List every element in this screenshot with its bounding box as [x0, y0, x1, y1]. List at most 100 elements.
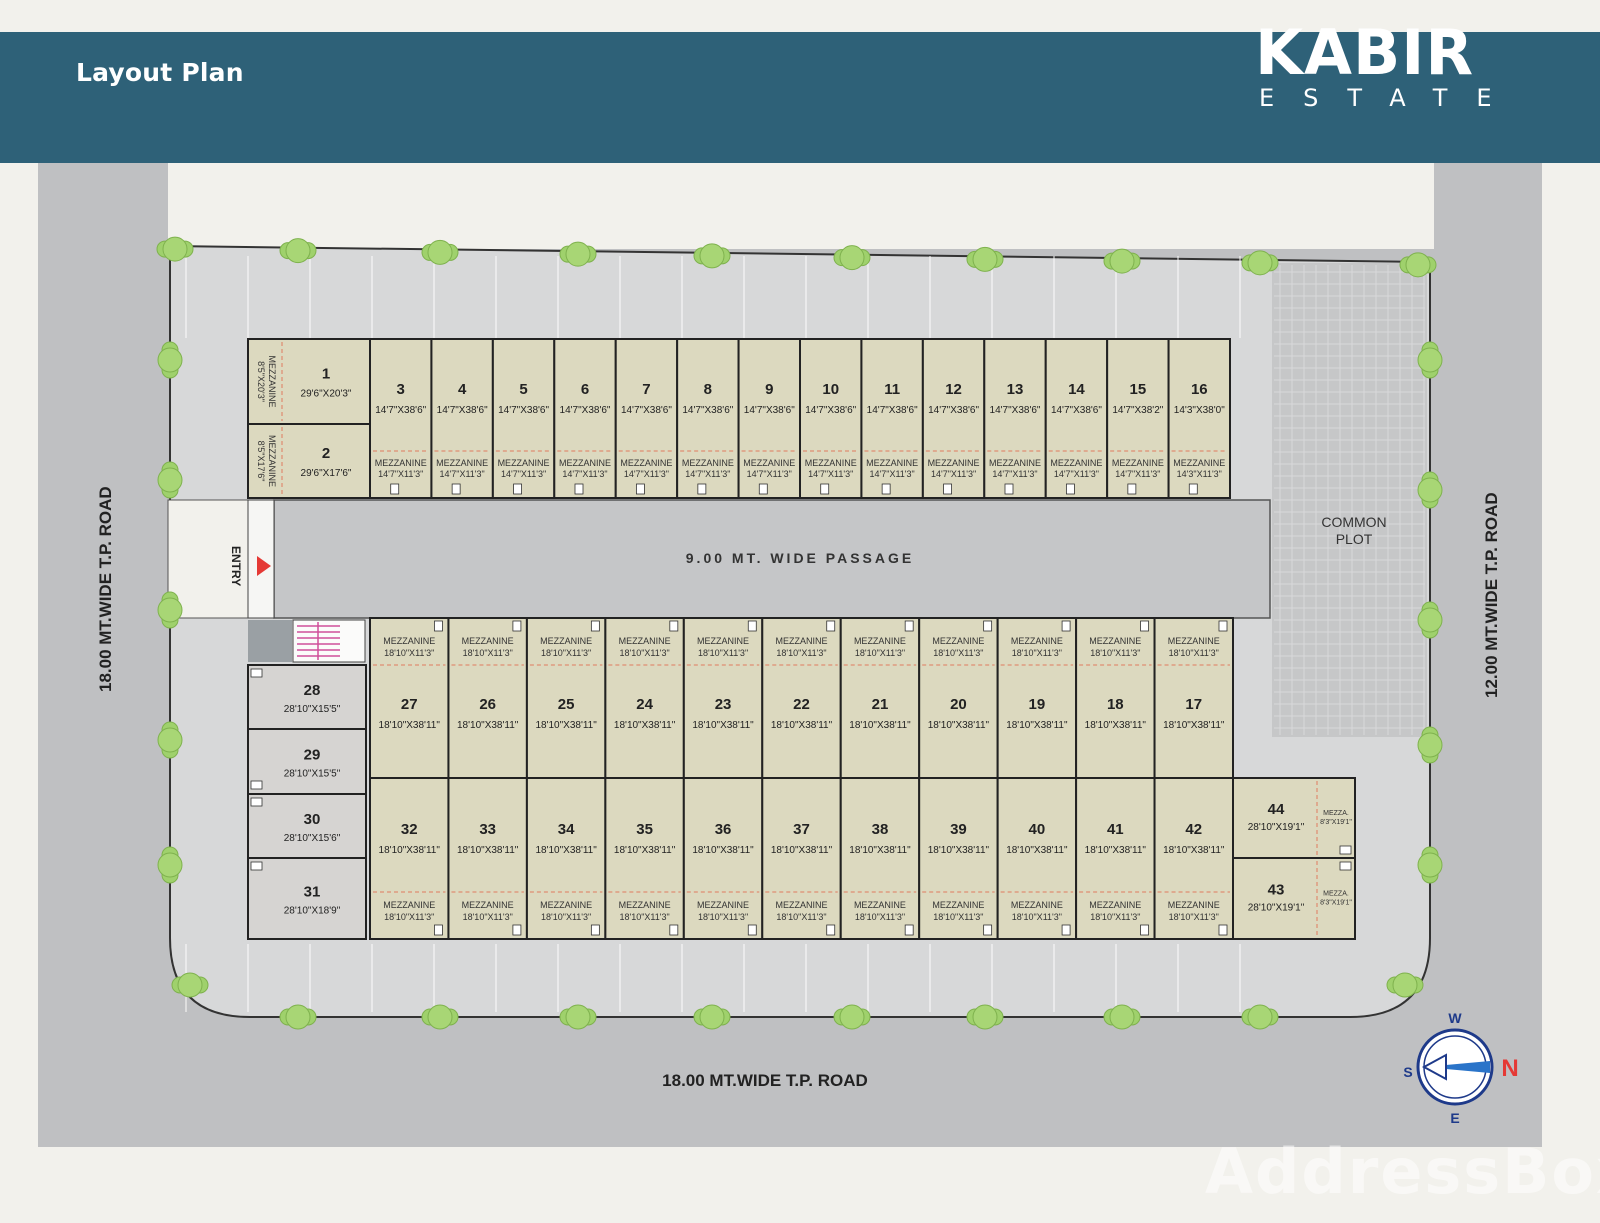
- door-icon: [250, 668, 263, 678]
- unit-dimension: 28'10"X15'5": [284, 769, 341, 780]
- mezzanine-dimension: 14'7"X11'3": [1054, 469, 1099, 479]
- door-icon: [943, 483, 952, 495]
- unit-dimension: 18'10"X38'11": [1006, 845, 1068, 856]
- mezzanine-dimension: 18'10"X11'3": [698, 912, 748, 922]
- unit-dimension: 18'10"X38'11": [379, 720, 441, 731]
- mezzanine-label: MEZZANINE: [805, 458, 857, 468]
- mezzanine-dimension: 18'10"X11'3": [541, 648, 591, 658]
- mezzanine-dimension: 14'7"X11'3": [378, 469, 423, 479]
- unit-number: 36: [715, 821, 732, 838]
- unit-number: 3: [397, 381, 405, 398]
- tree-icon: [1386, 972, 1424, 998]
- mezzanine-label: MEZZANINE: [498, 458, 550, 468]
- door-icon: [1218, 620, 1228, 632]
- unit-dimension: 18'10"X38'11": [771, 845, 833, 856]
- tree-icon: [171, 972, 209, 998]
- tree-icon: [559, 241, 597, 267]
- unit-number: 40: [1029, 821, 1046, 838]
- mezzanine-dimension: 18'10"X11'3": [1012, 648, 1062, 658]
- mezzanine-label: MEZZANINE: [928, 458, 980, 468]
- unit-22: [761, 617, 842, 779]
- door-icon: [669, 620, 679, 632]
- unit-dimension: 28'10"X18'9": [284, 906, 341, 917]
- mezzanine-label: MEZZANINE: [267, 435, 277, 487]
- door-icon: [434, 620, 443, 632]
- unit-8: [676, 338, 740, 499]
- unit-dimension: 14'7"X38'6": [437, 405, 488, 416]
- mezzanine-label: MEZZANINE: [682, 458, 734, 468]
- door-icon: [826, 620, 836, 632]
- tree-icon: [1417, 341, 1443, 379]
- unit-9: [737, 338, 801, 499]
- unit-dimension: 18'10"X38'11": [771, 720, 833, 731]
- unit-dimension: 18'10"X38'11": [535, 720, 597, 731]
- door-icon: [390, 483, 400, 495]
- unit-dimension: 14'7"X38'6": [682, 405, 733, 416]
- unit-dimension: 18'10"X38'11": [1163, 845, 1225, 856]
- door-icon: [1188, 483, 1198, 495]
- mezzanine-dimension: 18'10"X11'3": [619, 648, 669, 658]
- unit-20: [918, 617, 999, 779]
- unit-number: 42: [1185, 821, 1202, 838]
- tree-icon: [966, 246, 1004, 272]
- unit-number: 39: [950, 821, 967, 838]
- mezzanine-label: MEZZANINE: [559, 458, 611, 468]
- tree-icon: [693, 1004, 731, 1030]
- door-icon: [697, 483, 707, 495]
- mezzanine-label: MEZZANINE: [540, 900, 592, 910]
- header-bar: [0, 32, 1600, 163]
- unit-dimension: 14'7"X38'6": [990, 405, 1041, 416]
- mezzanine-dimension: 8'5"X20'3": [256, 361, 266, 402]
- unit-5: [491, 338, 556, 499]
- tree-icon: [1417, 846, 1443, 884]
- tree-icon: [559, 1004, 597, 1030]
- unit-dimension: 18'10"X38'11": [457, 720, 519, 731]
- unit-dimension: 14'7"X38'6": [1051, 405, 1102, 416]
- tree-icon: [1241, 1004, 1279, 1030]
- common-plot-label-2: PLOT: [1336, 531, 1373, 547]
- mezzanine-label: MEZZANINE: [743, 458, 795, 468]
- door-icon: [451, 483, 461, 495]
- unit-number: 32: [401, 821, 418, 838]
- unit-dimension: 18'10"X38'11": [692, 845, 754, 856]
- mezzanine-dimension: 14'3"X11'3": [1177, 469, 1222, 479]
- mezzanine-label: MEZZANINE: [462, 900, 514, 910]
- top-lawn: [168, 163, 1434, 249]
- mezzanine-label: MEZZANINE: [619, 900, 671, 910]
- unit-number: 38: [872, 821, 889, 838]
- unit-number: 44: [1268, 801, 1285, 818]
- unit-number: 10: [822, 381, 839, 398]
- door-icon: [636, 483, 645, 495]
- unit-number: 18: [1107, 696, 1124, 713]
- unit-44: [1232, 777, 1356, 859]
- mezzanine-label: MEZZANINE: [1168, 900, 1220, 910]
- road-label-bottom: 18.00 MT.WIDE T.P. ROAD: [662, 1071, 868, 1090]
- mezzanine-label: MEZZANINE: [932, 636, 984, 646]
- unit-23: [682, 617, 764, 779]
- door-icon: [250, 797, 263, 807]
- door-icon: [758, 483, 768, 495]
- mezzanine-dimension: 14'7"X11'3": [1115, 469, 1160, 479]
- mezzanine-dimension: 18'10"X11'3": [933, 912, 983, 922]
- door-icon: [1004, 483, 1014, 495]
- unit-24: [604, 617, 685, 779]
- mezzanine-label: MEZZANINE: [267, 355, 277, 407]
- unit-number: 41: [1107, 821, 1124, 838]
- unit-number: 14: [1068, 381, 1085, 398]
- unit-number: 9: [765, 381, 773, 398]
- mezzanine-dimension: 18'10"X11'3": [776, 912, 826, 922]
- unit-38: [839, 777, 921, 940]
- door-icon: [590, 924, 600, 936]
- unit-dimension: 14'7"X38'6": [621, 405, 672, 416]
- door-icon: [669, 924, 679, 936]
- mezzanine-label: MEZZANINE: [1112, 458, 1164, 468]
- unit-dimension: 18'10"X38'11": [1085, 720, 1147, 731]
- mezzanine-label: MEZZANINE: [854, 636, 906, 646]
- unit-12: [921, 338, 986, 499]
- door-icon: [1140, 924, 1149, 936]
- unit-number: 26: [479, 696, 496, 713]
- entry-arrow-icon: [257, 556, 271, 576]
- mezzanine-dimension: 14'7"X11'3": [562, 469, 607, 479]
- mezzanine-dimension: 14'7"X11'3": [931, 469, 976, 479]
